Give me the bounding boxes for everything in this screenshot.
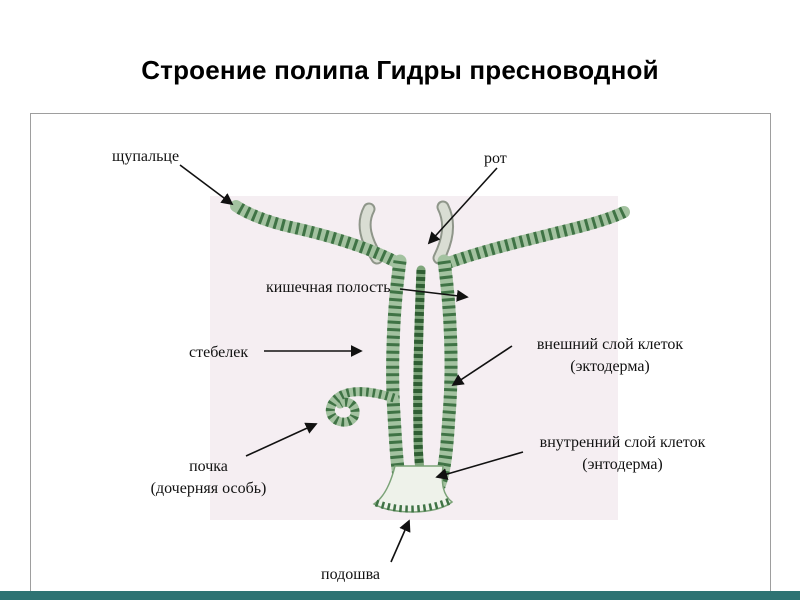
label-sole: подошва <box>321 566 381 583</box>
label-stalk: стебелек <box>189 344 249 361</box>
label-bud: почка (дочерняя особь) <box>126 456 291 499</box>
label-outer-layer: внешний слой клеток (эктодерма) <box>500 334 720 377</box>
label-outer-layer-line1: внешний слой клеток <box>536 336 684 353</box>
page-title: Строение полипа Гидры пресноводной <box>141 55 659 85</box>
label-bud-line1: почка <box>189 458 228 475</box>
label-bud-line2: (дочерняя особь) <box>150 479 267 497</box>
label-inner-layer: внутренний слой клеток (энтодерма) <box>505 432 740 475</box>
label-mouth: рот <box>484 150 507 167</box>
label-tentacle: щупальце <box>112 148 180 165</box>
footer-accent-strip <box>0 591 800 600</box>
label-outer-layer-line2: (эктодерма) <box>570 357 650 375</box>
label-gut-cavity: кишечная полость <box>266 279 391 296</box>
label-inner-layer-line1: внутренний слой клеток <box>539 434 706 451</box>
label-inner-layer-line2: (энтодерма) <box>582 455 663 473</box>
